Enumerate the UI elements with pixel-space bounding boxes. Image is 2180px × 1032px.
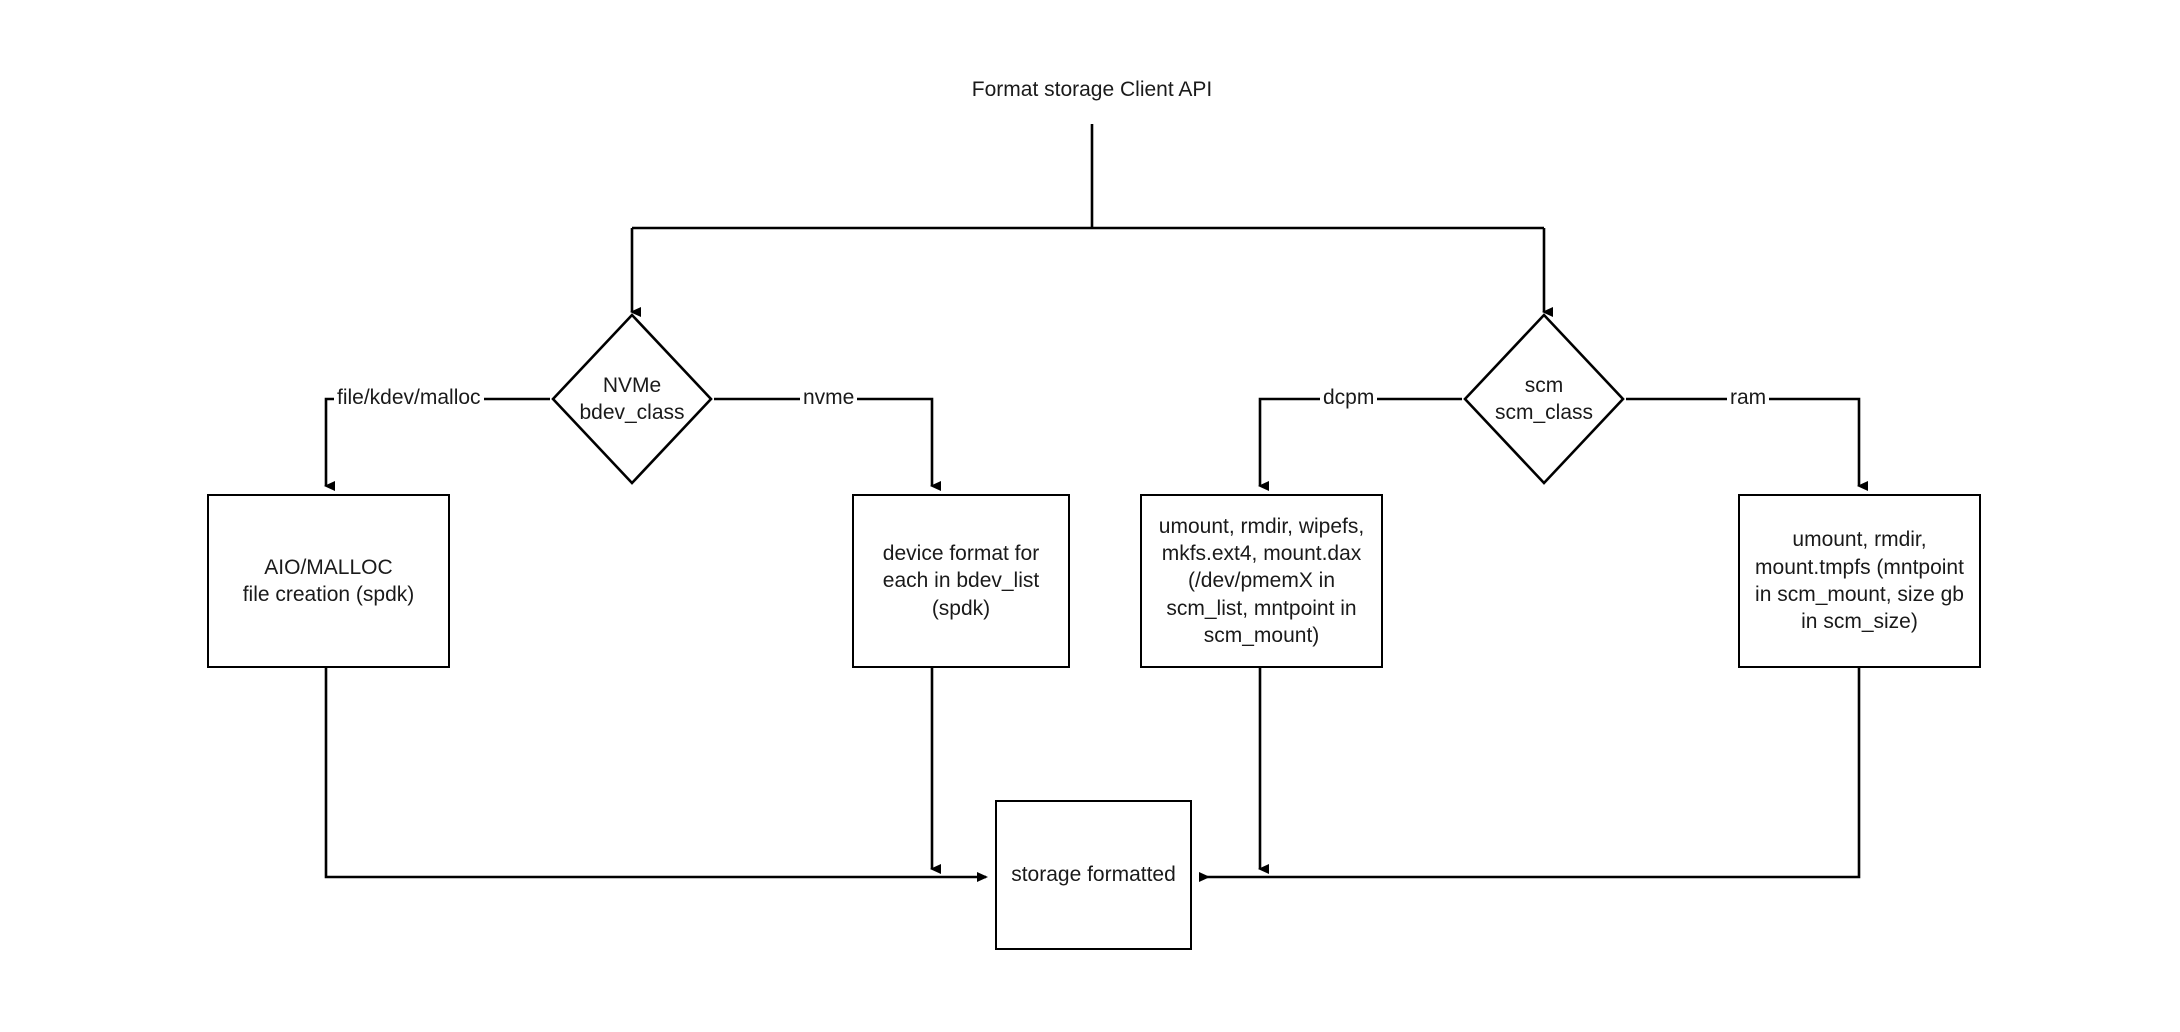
edge-ram-to-end xyxy=(1199,668,1861,882)
diamond-shape xyxy=(1463,313,1625,485)
edge-label-ram: ram xyxy=(1727,387,1770,408)
edge-bdev-nvme xyxy=(714,397,941,491)
edge-label-file-kdev-malloc: file/kdev/malloc xyxy=(334,387,484,408)
edge-aio-to-end xyxy=(324,668,988,882)
page-title: Format storage Client API xyxy=(971,78,1213,101)
edge-scm-ram xyxy=(1626,397,1868,491)
box-device-format-bdev-list[interactable]: device format for each in bdev_list (spd… xyxy=(852,494,1070,668)
edge-label-nvme: nvme xyxy=(800,387,858,408)
box-aio-malloc-file-creation[interactable]: AIO/MALLOC file creation (spdk) xyxy=(207,494,450,668)
edge-label-dcpm: dcpm xyxy=(1320,387,1378,408)
edge-bdev-file-kdev-malloc xyxy=(324,397,550,491)
edge-scm-dcpm xyxy=(1258,397,1462,491)
box-ram-tmpfs-format[interactable]: umount, rmdir, mount.tmpfs (mntpoint in … xyxy=(1738,494,1981,668)
decision-bdev-class[interactable]: NVMe bdev_class xyxy=(550,312,714,486)
box-storage-formatted[interactable]: storage formatted xyxy=(995,800,1192,950)
decision-scm-class[interactable]: scm scm_class xyxy=(1462,312,1626,486)
box-dcpm-format[interactable]: umount, rmdir, wipefs, mkfs.ext4, mount.… xyxy=(1140,494,1383,668)
diamond-shape xyxy=(551,313,713,485)
